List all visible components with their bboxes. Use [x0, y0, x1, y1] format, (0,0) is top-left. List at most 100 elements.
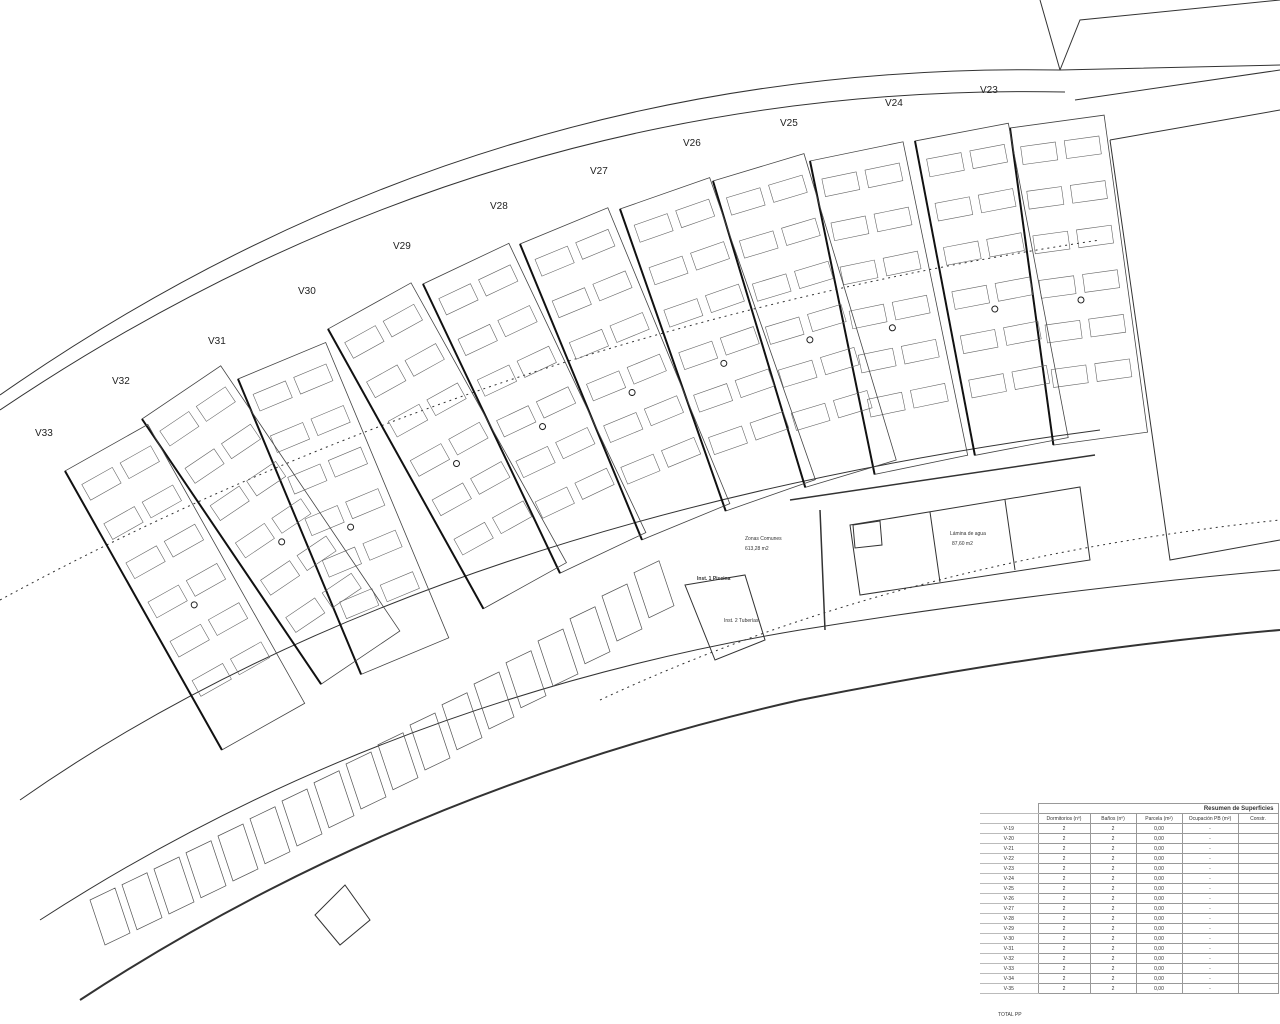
room [515, 445, 556, 478]
room [794, 260, 834, 289]
parking-space [313, 770, 355, 829]
room [882, 250, 922, 277]
cell-parcela: 0,00 [1135, 883, 1183, 894]
unit-block [422, 242, 647, 574]
stair-icon [806, 336, 814, 344]
parking-space [345, 751, 387, 810]
room [764, 316, 805, 345]
cell-empty [1237, 833, 1279, 844]
inst2-label: Inst. 2 Tuberías [724, 618, 759, 624]
cell-dorm: 2 [1037, 873, 1091, 884]
room [910, 383, 949, 409]
parking-space [281, 788, 323, 847]
room [726, 187, 766, 216]
cell-banos: 2 [1089, 833, 1137, 844]
cell-empty [1237, 943, 1279, 954]
room [252, 380, 293, 412]
room [739, 230, 779, 259]
unit-block [327, 282, 567, 610]
party-wall [64, 470, 223, 751]
room [857, 347, 897, 374]
parking-space [217, 823, 259, 882]
unit-outline [141, 365, 401, 685]
unit-label: V32 [112, 376, 130, 387]
room [1011, 365, 1051, 390]
cell-id: V-33 [980, 963, 1038, 974]
room [209, 485, 250, 522]
column-header: Baños (nº) [1089, 813, 1137, 824]
lower-road-edge-2 [79, 629, 1280, 1001]
party-wall [619, 208, 727, 512]
unit-block [914, 122, 1069, 456]
room [191, 663, 232, 697]
room [705, 283, 745, 314]
room [339, 588, 380, 620]
parking-space [89, 887, 131, 946]
room [734, 368, 775, 398]
cell-banos: 2 [1089, 953, 1137, 964]
room [900, 338, 940, 365]
stair-icon [888, 324, 896, 332]
room [304, 505, 345, 537]
dotted-axis-2 [599, 519, 1280, 701]
unit-label: V26 [683, 138, 701, 149]
cell-parcela: 0,00 [1135, 923, 1183, 934]
room [648, 255, 689, 286]
cell-empty [1237, 853, 1279, 864]
room [271, 498, 312, 534]
room [163, 523, 204, 558]
unit-label: V31 [208, 336, 226, 347]
room [848, 303, 888, 330]
room [708, 425, 748, 455]
room [977, 188, 1017, 214]
cell-dorm: 2 [1037, 823, 1091, 834]
top-boundary [1039, 0, 1280, 71]
room [663, 298, 704, 328]
cell-id: V-30 [980, 933, 1038, 944]
cell-banos: 2 [1089, 973, 1137, 984]
cell-empty [1237, 823, 1279, 834]
room [555, 427, 596, 460]
water-value: 87,60 m2 [952, 541, 973, 547]
cell-parcela: 0,00 [1135, 843, 1183, 854]
room [1003, 320, 1042, 346]
room [285, 597, 326, 633]
unit-outline [519, 207, 731, 541]
cell-ocup: - [1181, 973, 1239, 984]
cell-parcela: 0,00 [1135, 983, 1183, 994]
cell-banos: 2 [1089, 963, 1137, 974]
unit-label: V30 [298, 286, 316, 297]
parking-space [441, 692, 483, 751]
room [1063, 135, 1102, 159]
room [678, 340, 719, 371]
cell-parcela: 0,00 [1135, 893, 1183, 904]
room [535, 386, 577, 419]
unit-block [141, 365, 401, 685]
plaza-wall [789, 454, 1096, 631]
room [195, 386, 236, 422]
room [1076, 224, 1114, 249]
lower-road-edge [39, 569, 1280, 921]
cell-dorm: 2 [1037, 833, 1091, 844]
cell-dorm: 2 [1037, 963, 1091, 974]
party-wall [519, 243, 643, 541]
room [362, 529, 403, 561]
cell-parcela: 0,00 [1135, 903, 1183, 914]
room [141, 484, 182, 519]
room [1032, 230, 1071, 255]
room [492, 500, 533, 535]
cell-parcela: 0,00 [1135, 913, 1183, 924]
cell-empty [1237, 863, 1279, 874]
cell-dorm: 2 [1037, 953, 1091, 964]
room [1020, 141, 1059, 165]
unit-block [809, 141, 969, 475]
unit-label: V33 [35, 428, 53, 439]
room [777, 359, 818, 388]
table-title: Resumen de Superficies [1037, 803, 1279, 814]
room [344, 325, 385, 359]
room [1026, 186, 1065, 210]
room [609, 312, 650, 343]
